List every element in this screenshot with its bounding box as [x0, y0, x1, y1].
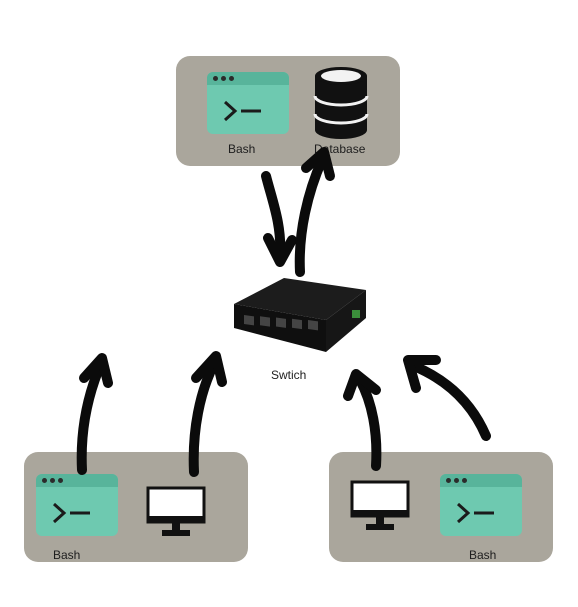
bash-label-top: Bash [228, 142, 256, 156]
database-icon [313, 67, 369, 139]
arrow-icon [191, 351, 227, 387]
arrow-icon [294, 155, 327, 277]
arrow-icon [76, 361, 105, 475]
arrow-icon [403, 355, 441, 393]
terminal-icon [440, 474, 522, 536]
bash-label-right: Bash [469, 548, 497, 562]
switch-label: Swtich [271, 368, 307, 382]
arrow-icon [79, 353, 113, 388]
arrow-icon [301, 147, 335, 181]
arrow-icon [409, 361, 491, 441]
bash-label-left: Bash [53, 548, 81, 562]
arrow-icon [261, 171, 286, 260]
arrow-icon [355, 375, 382, 471]
terminal-icon [36, 474, 118, 536]
monitor-icon [350, 480, 410, 530]
terminal-icon [207, 72, 289, 134]
arrow-icon [188, 359, 219, 477]
monitor-icon [146, 486, 206, 536]
arrow-icon [343, 369, 381, 401]
arrow-icon [263, 233, 297, 267]
network-switch-icon [234, 278, 366, 352]
